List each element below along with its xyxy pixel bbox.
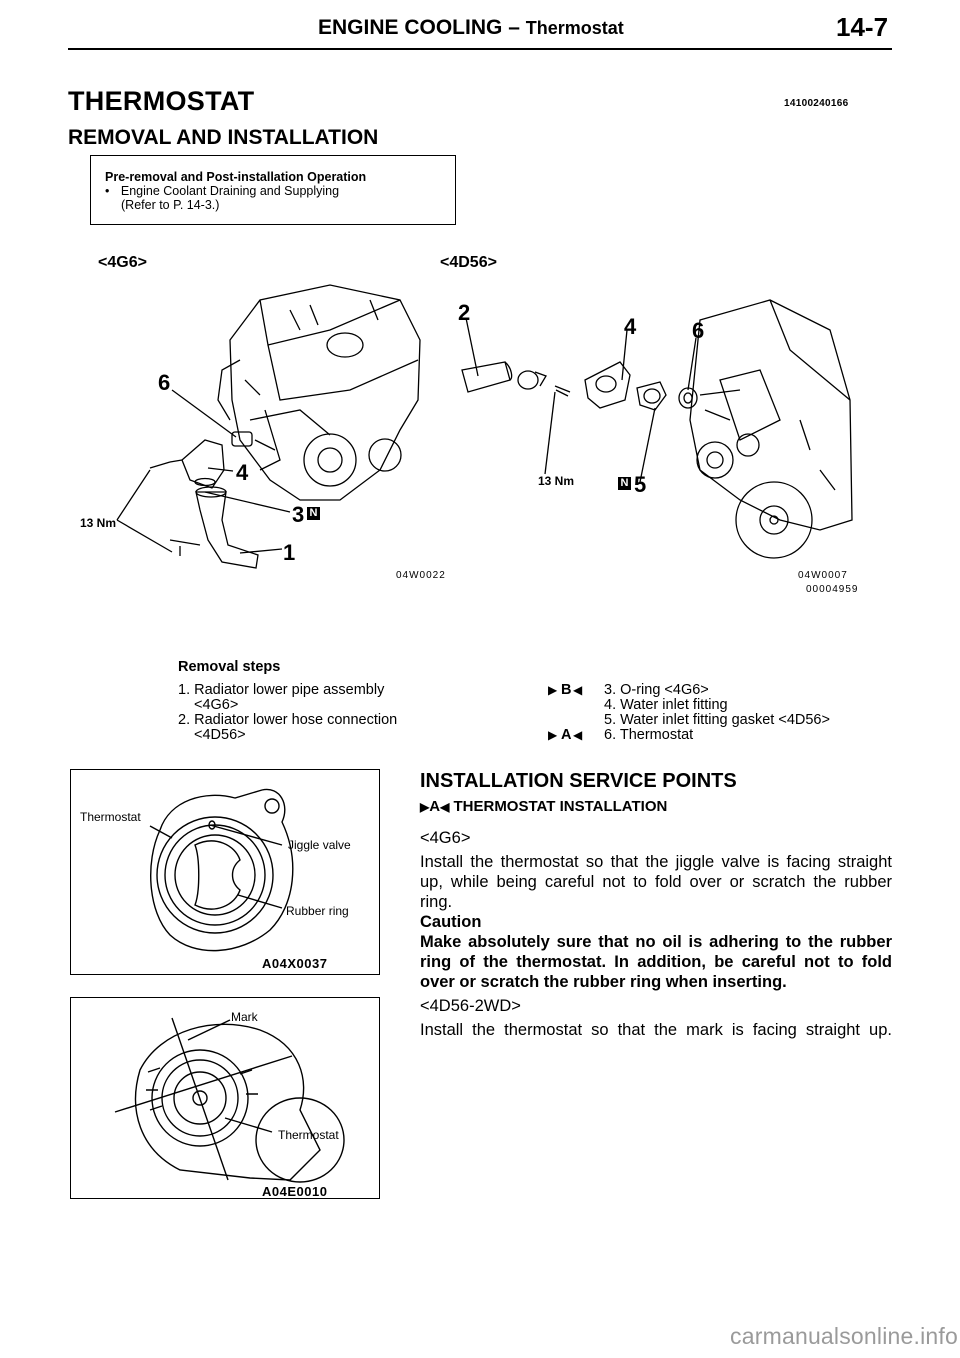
pre-removal-item-text: Engine Coolant Draining and Supplying [120, 184, 340, 198]
thermostat-installation-title: THERMOSTAT INSTALLATION [453, 798, 668, 815]
instruction-4g6-line1: Install the thermostat so that the jiggl… [420, 853, 892, 871]
instruction-4g6: Install the thermostat so that the jiggl… [420, 852, 892, 912]
thermostat-installation-heading: ▶A◀ THERMOSTAT INSTALLATION [420, 798, 667, 815]
bullet: • [105, 184, 110, 198]
step-1: 1. Radiator lower pipe assembly [178, 682, 385, 698]
callout-4d56-4: 4 [624, 314, 637, 339]
figure-mark [70, 997, 380, 1199]
figure-code-4g6: 04W0022 [396, 570, 446, 581]
step-1-variant: <4G6> [194, 697, 239, 713]
figure-label-4d56: <4D56> [440, 254, 497, 271]
page-title: THERMOSTAT [68, 86, 255, 116]
callout-4g6-1: 1 [283, 540, 296, 565]
caution-text: Make absolutely sure that no oil is adhe… [420, 932, 892, 992]
caution-title: Caution [420, 913, 482, 931]
torque-4g6: 13 Nm [80, 516, 117, 530]
section-subtitle: REMOVAL AND INSTALLATION [68, 126, 379, 149]
label-mark: Mark [231, 1010, 258, 1024]
removal-steps-left: Removal steps 1. Radiator lower pipe ass… [178, 660, 397, 743]
header-dash: – [508, 16, 520, 39]
caution-line3: over or scratch the rubber ring when ins… [420, 973, 787, 991]
caution-line2: ring of the thermostat. In addition, be … [420, 953, 892, 971]
step-2: 2. Radiator lower hose connection [178, 712, 398, 728]
play-left-icon: ◀ [573, 683, 583, 697]
play-left-icon: ◀ [440, 800, 450, 815]
label-thermostat-2: Thermostat [278, 1128, 339, 1142]
pre-removal-item: • Engine Coolant Draining and Supplying [105, 184, 455, 198]
label-jiggle-valve: Jiggle valve [288, 838, 351, 852]
service-mark-a-heading: A [429, 798, 441, 815]
step-4-text: 4. Water inlet fitting [604, 697, 728, 713]
figure-label-4g6: <4G6> [98, 254, 147, 271]
play-right-icon: ▶ [420, 800, 430, 815]
running-header: ENGINE COOLING – Thermostat [318, 16, 624, 40]
figure-code-4d56: 04W0007 [798, 570, 848, 581]
removal-steps-heading: Removal steps [178, 659, 281, 675]
step-6-text: 6. Thermostat [604, 727, 694, 743]
callout-4g6-4: 4 [236, 460, 249, 485]
step-2-variant: <4D56> [194, 727, 246, 743]
step-3-text: 3. O-ring <4G6> [604, 682, 709, 698]
variant-4g6: <4G6> [420, 829, 471, 847]
new-part-mark-3: N [307, 507, 320, 520]
label-rubber-ring: Rubber ring [286, 904, 349, 918]
instruction-4d56: Install the thermostat so that the mark … [420, 1021, 892, 1039]
watermark: carmanualsonline.info [730, 1323, 958, 1349]
instruction-4g6-line2: up, while being careful not to fold over… [420, 873, 892, 891]
callout-4d56-5: 5 [634, 472, 647, 497]
service-points-title: INSTALLATION SERVICE POINTS [420, 770, 737, 792]
torque-4d56: 13 Nm [538, 474, 575, 488]
step-3: ▶ B ◀ 3. O-ring <4G6> [548, 683, 830, 698]
callout-4d56-2: 2 [458, 300, 471, 325]
callout-4g6-6: 6 [158, 370, 171, 395]
figure-jiggle-valve [70, 769, 380, 975]
figure-code-mark: A04E0010 [262, 1184, 328, 1199]
play-left-icon: ◀ [573, 728, 583, 742]
pre-removal-box: Pre-removal and Post-installation Operat… [90, 155, 456, 225]
service-mark-a: A [561, 727, 572, 743]
step-5-text: 5. Water inlet fitting gasket <4D56> [604, 712, 830, 728]
removal-steps-right: ▶ B ◀ 3. O-ring <4G6> 4. Water inlet fit… [548, 683, 830, 743]
pre-removal-title: Pre-removal and Post-installation Operat… [105, 170, 367, 184]
play-right-icon: ▶ [548, 683, 558, 697]
doc-number: 14100240166 [784, 98, 849, 109]
variant-4d56-2wd: <4D56-2WD> [420, 997, 521, 1015]
figure-code-jiggle: A04X0037 [262, 956, 328, 971]
header-subsection: Thermostat [525, 18, 624, 38]
callout-4d56-6: 6 [692, 318, 705, 343]
callout-4g6-3: 3 [292, 502, 305, 527]
new-part-mark-5: N [618, 477, 631, 490]
page-number: 14-7 [836, 12, 889, 42]
instruction-4g6-line3: ring. [420, 893, 453, 911]
header-section: ENGINE COOLING [318, 16, 503, 39]
header-rule [68, 48, 892, 50]
play-right-icon: ▶ [548, 728, 558, 742]
sheet-code: 00004959 [806, 584, 859, 595]
step-6: ▶ A ◀ 6. Thermostat [548, 728, 830, 743]
caution-line1: Make absolutely sure that no oil is adhe… [420, 933, 892, 951]
label-thermostat: Thermostat [80, 810, 141, 824]
pre-removal-item-ref: (Refer to P. 14-3.) [121, 198, 220, 212]
service-mark-b: B [561, 682, 572, 698]
